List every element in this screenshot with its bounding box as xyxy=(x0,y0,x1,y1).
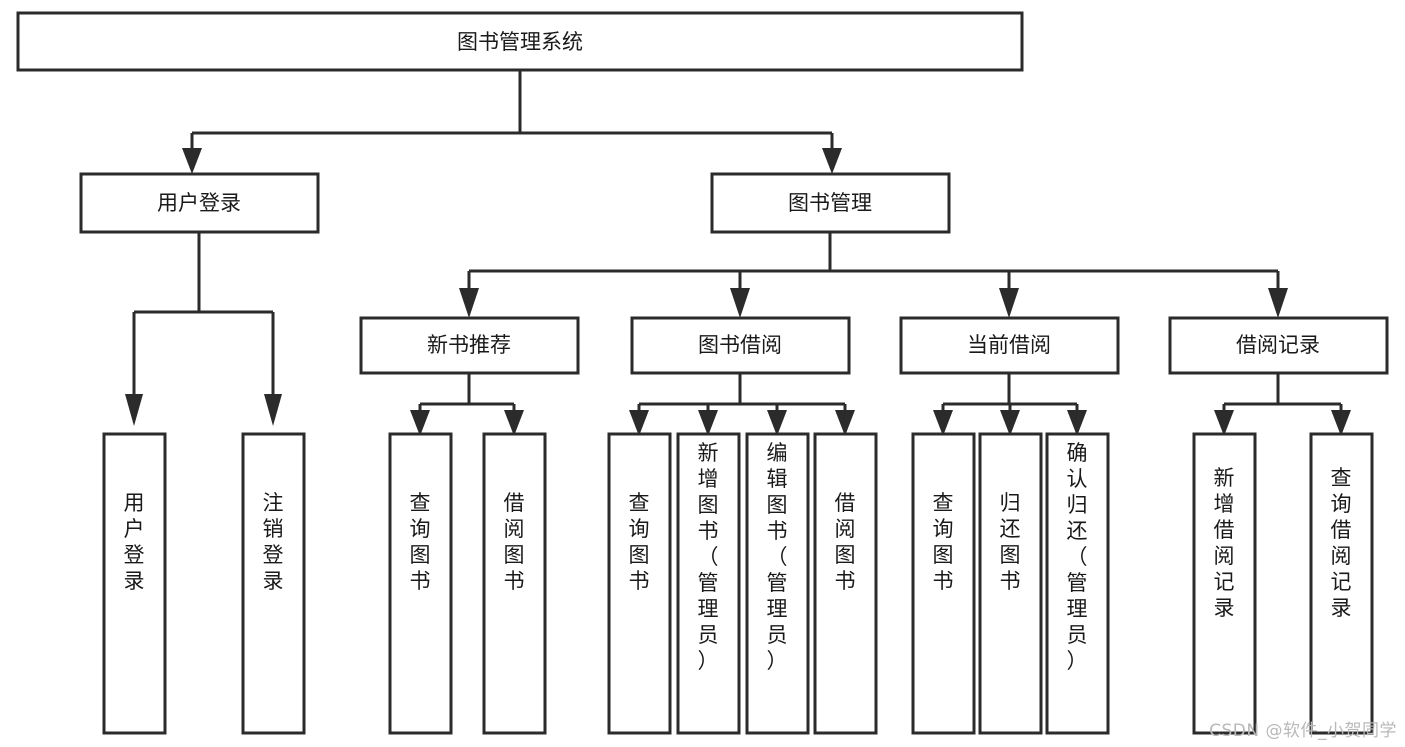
node-leaf-borrow-book-1-box[interactable] xyxy=(482,432,547,735)
node-leaf-borrow-book-1-label: 借阅图书 xyxy=(504,491,525,593)
node-borrow-record-label: 借阅记录 xyxy=(1236,333,1320,357)
node-book-borrow-box[interactable] xyxy=(630,316,851,375)
node-leaf-query-book-2-label: 查询图书 xyxy=(629,491,650,593)
arrow-root-to-book-manage-icon xyxy=(822,148,842,174)
node-leaf-query-book-1[interactable]: 查询图书 xyxy=(388,432,453,735)
node-leaf-query-book-2-box[interactable] xyxy=(607,432,672,735)
node-leaf-edit-book-label: 编辑图书（管理员） xyxy=(767,441,788,673)
node-book-borrow[interactable]: 图书借阅 xyxy=(630,316,851,375)
node-current-borrow[interactable]: 当前借阅 xyxy=(899,316,1120,375)
arrow-newbook-leaf-2-icon xyxy=(504,410,524,436)
arrow-bookborrow-leaf-2-icon xyxy=(698,410,718,436)
node-current-borrow-box[interactable] xyxy=(899,316,1120,375)
node-leaf-confirm-return-label: 确认归还（管理员） xyxy=(1067,441,1088,673)
arrow-bookborrow-leaf-4-icon xyxy=(835,410,855,436)
node-leaf-query-book-1-label: 查询图书 xyxy=(410,491,431,593)
arrow-currentborrow-leaf-3-icon xyxy=(1067,410,1087,436)
arrow-bookmanage-to-record-icon xyxy=(1268,288,1288,318)
node-user-login-box[interactable] xyxy=(79,172,320,234)
node-current-borrow-label: 当前借阅 xyxy=(967,333,1051,357)
node-new-book-rec-box[interactable] xyxy=(359,316,580,375)
node-leaf-borrow-book-2-box[interactable] xyxy=(813,432,878,735)
node-leaf-user-login-box[interactable] xyxy=(102,432,167,735)
arrow-userlogin-leaf-1-icon xyxy=(125,394,143,426)
node-root-label: 图书管理系统 xyxy=(457,30,583,54)
arrow-bookmanage-to-current-icon xyxy=(999,288,1019,318)
node-leaf-user-login-label: 用户登录 xyxy=(124,491,145,593)
arrow-currentborrow-leaf-2-icon xyxy=(1000,410,1020,436)
node-new-book-rec-label: 新书推荐 xyxy=(427,333,511,357)
node-leaf-query-book-2[interactable]: 查询图书 xyxy=(607,432,672,735)
node-leaf-logout-box[interactable] xyxy=(241,432,306,735)
node-leaf-add-record-label: 新增借阅记录 xyxy=(1214,466,1235,620)
node-leaf-return-book-box[interactable] xyxy=(978,432,1043,735)
arrow-bookmanage-to-borrow-icon xyxy=(730,288,750,318)
node-leaf-query-book-1-box[interactable] xyxy=(388,432,453,735)
arrow-userlogin-leaf-2-icon xyxy=(264,394,282,426)
arrow-bookborrow-leaf-1-icon xyxy=(629,410,649,436)
node-borrow-record-box[interactable] xyxy=(1168,316,1389,375)
node-leaf-confirm-return-box[interactable] xyxy=(1045,432,1110,735)
node-leaf-query-record-label: 查询借阅记录 xyxy=(1331,466,1352,620)
node-leaf-edit-book-box[interactable] xyxy=(745,432,810,735)
arrow-borrowrecord-leaf-2-icon xyxy=(1331,410,1351,436)
node-book-manage-label: 图书管理 xyxy=(788,191,872,215)
node-user-login-label: 用户登录 xyxy=(157,191,241,215)
node-user-login[interactable]: 用户登录 xyxy=(79,172,320,234)
node-leaf-add-record[interactable]: 新增借阅记录 xyxy=(1192,432,1257,735)
node-borrow-record[interactable]: 借阅记录 xyxy=(1168,316,1389,375)
node-leaf-borrow-book-1[interactable]: 借阅图书 xyxy=(482,432,547,735)
node-leaf-add-book-label: 新增图书（管理员） xyxy=(698,441,719,673)
arrow-currentborrow-leaf-1-icon xyxy=(933,410,953,436)
connector-layer xyxy=(125,70,1351,436)
node-new-book-rec[interactable]: 新书推荐 xyxy=(359,316,580,375)
node-leaf-add-record-box[interactable] xyxy=(1192,432,1257,735)
node-leaf-borrow-book-2[interactable]: 借阅图书 xyxy=(813,432,878,735)
node-leaf-logout[interactable]: 注销登录 xyxy=(241,432,306,735)
node-leaf-query-book-3-box[interactable] xyxy=(911,432,976,735)
arrow-root-to-user-login-icon xyxy=(182,148,202,174)
node-leaf-logout-label: 注销登录 xyxy=(263,491,284,593)
node-leaf-return-book-label: 归还图书 xyxy=(1000,491,1021,593)
node-leaf-query-book-3[interactable]: 查询图书 xyxy=(911,432,976,735)
node-leaf-return-book[interactable]: 归还图书 xyxy=(978,432,1043,735)
node-leaf-add-book[interactable]: 新增图书（管理员） xyxy=(676,432,741,735)
node-leaf-borrow-book-2-label: 借阅图书 xyxy=(835,491,856,593)
node-leaf-query-record[interactable]: 查询借阅记录 xyxy=(1309,432,1374,735)
node-root-box[interactable] xyxy=(16,11,1024,72)
node-leaf-query-record-box[interactable] xyxy=(1309,432,1374,735)
node-leaf-edit-book[interactable]: 编辑图书（管理员） xyxy=(745,432,810,735)
node-leaf-confirm-return[interactable]: 确认归还（管理员） xyxy=(1045,432,1110,735)
arrow-bookborrow-leaf-3-icon xyxy=(767,410,787,436)
node-leaf-user-login[interactable]: 用户登录 xyxy=(102,432,167,735)
arrow-borrowrecord-leaf-1-icon xyxy=(1214,410,1234,436)
node-book-manage[interactable]: 图书管理 xyxy=(710,172,951,234)
node-book-manage-box[interactable] xyxy=(710,172,951,234)
node-leaf-add-book-box[interactable] xyxy=(676,432,741,735)
arrow-newbook-leaf-1-icon xyxy=(410,410,430,436)
node-leaf-query-book-3-label: 查询图书 xyxy=(933,491,954,593)
node-root[interactable]: 图书管理系统 xyxy=(16,11,1024,72)
arrow-bookmanage-to-newbook-icon xyxy=(459,288,479,318)
node-book-borrow-label: 图书借阅 xyxy=(698,333,782,357)
